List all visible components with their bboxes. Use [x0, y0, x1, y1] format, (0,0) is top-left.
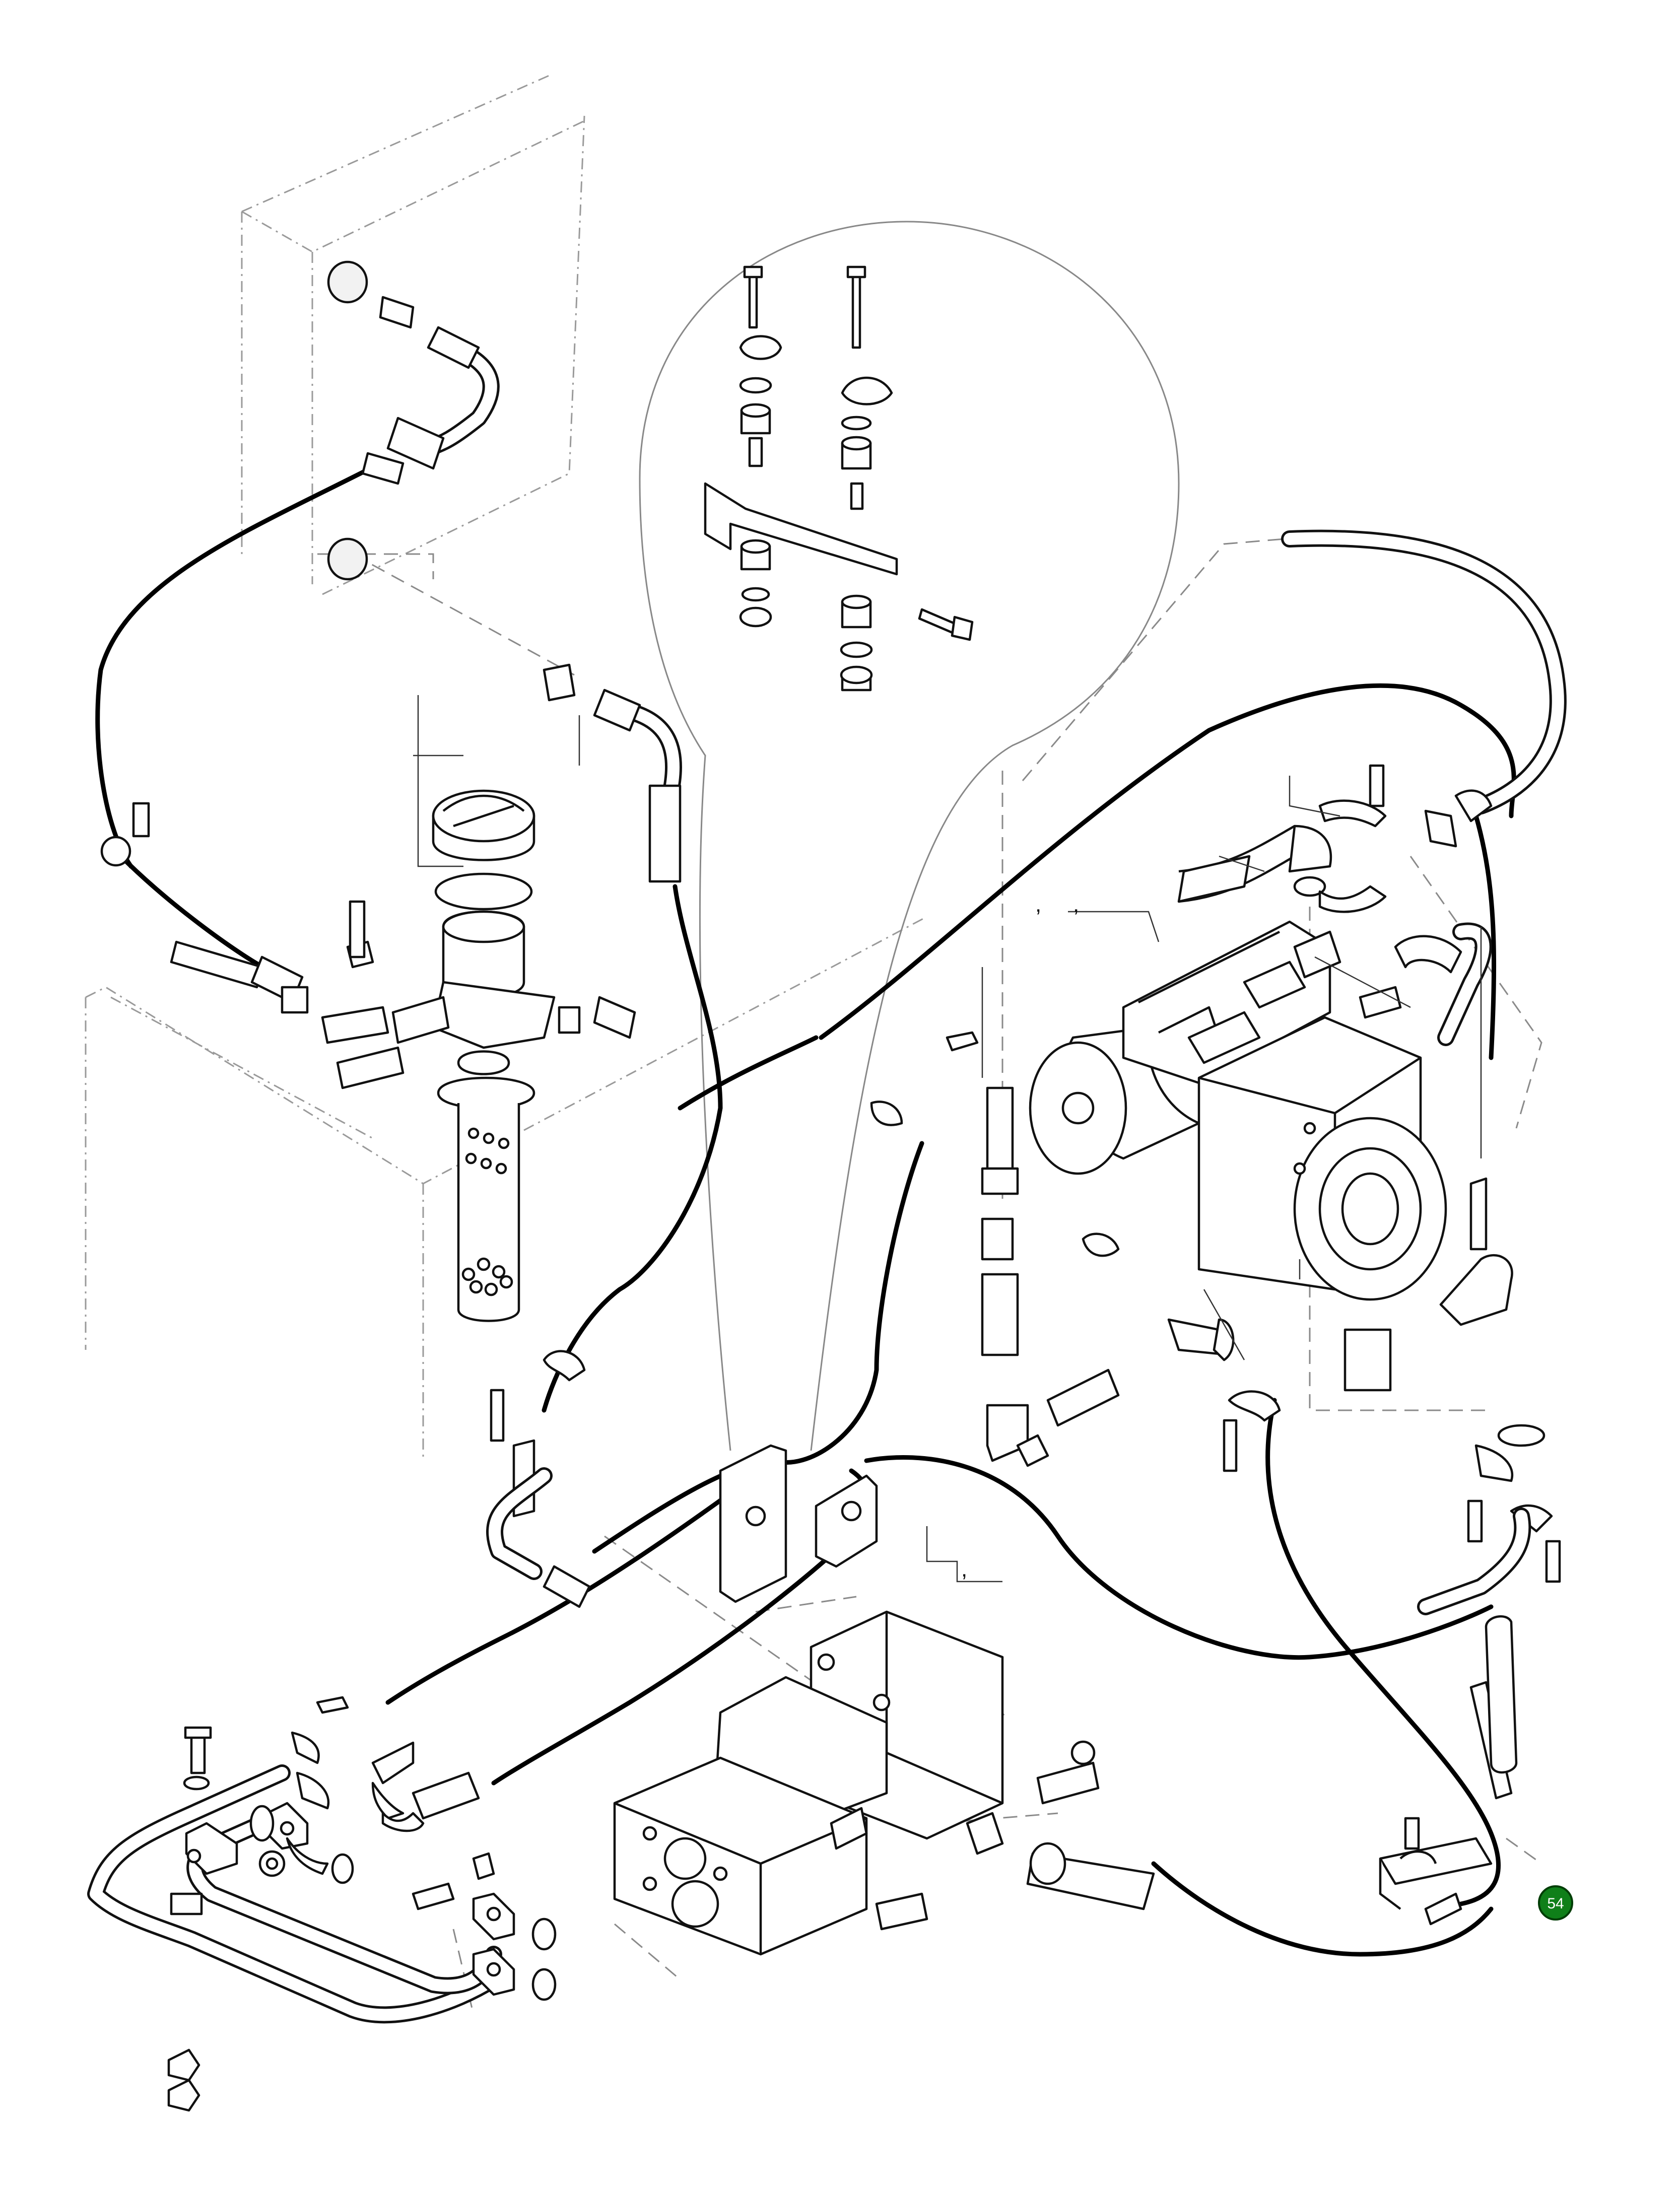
upper-left-fittings — [327, 260, 683, 883]
center-fitting-stack — [870, 1031, 1235, 1467]
machine-outline — [85, 75, 927, 1461]
pump-fittings — [1177, 764, 1561, 1615]
motor-fittings — [966, 1615, 1518, 1926]
detail-bracket-assembly — [704, 265, 974, 692]
mark-3: , — [961, 1557, 967, 1582]
annotation-marks: , , , — [961, 892, 1079, 1582]
lower-left-pipes — [87, 1764, 515, 2024]
filter-assembly — [346, 789, 636, 1322]
hose-clamps — [486, 1350, 1281, 1608]
rigid-pipe — [1281, 529, 1567, 814]
center-bracket — [719, 1444, 878, 1603]
detail-bubble — [639, 221, 1180, 1451]
filter-holes — [461, 1127, 513, 1296]
hydraulic-pump — [1029, 920, 1447, 1301]
leader-lines — [413, 695, 1482, 1583]
mark-1: , — [1035, 892, 1041, 917]
tee-fittings — [100, 802, 450, 1089]
callout-54-label[interactable]: 54 — [1547, 1895, 1564, 1912]
callout-54-circle[interactable] — [1538, 1885, 1573, 1921]
lower-left-small-parts — [167, 1696, 557, 2112]
hydraulic-motor — [613, 1610, 1004, 1956]
mark-2: , — [1073, 892, 1079, 917]
callout-54[interactable]: 54 — [1538, 1885, 1573, 1921]
